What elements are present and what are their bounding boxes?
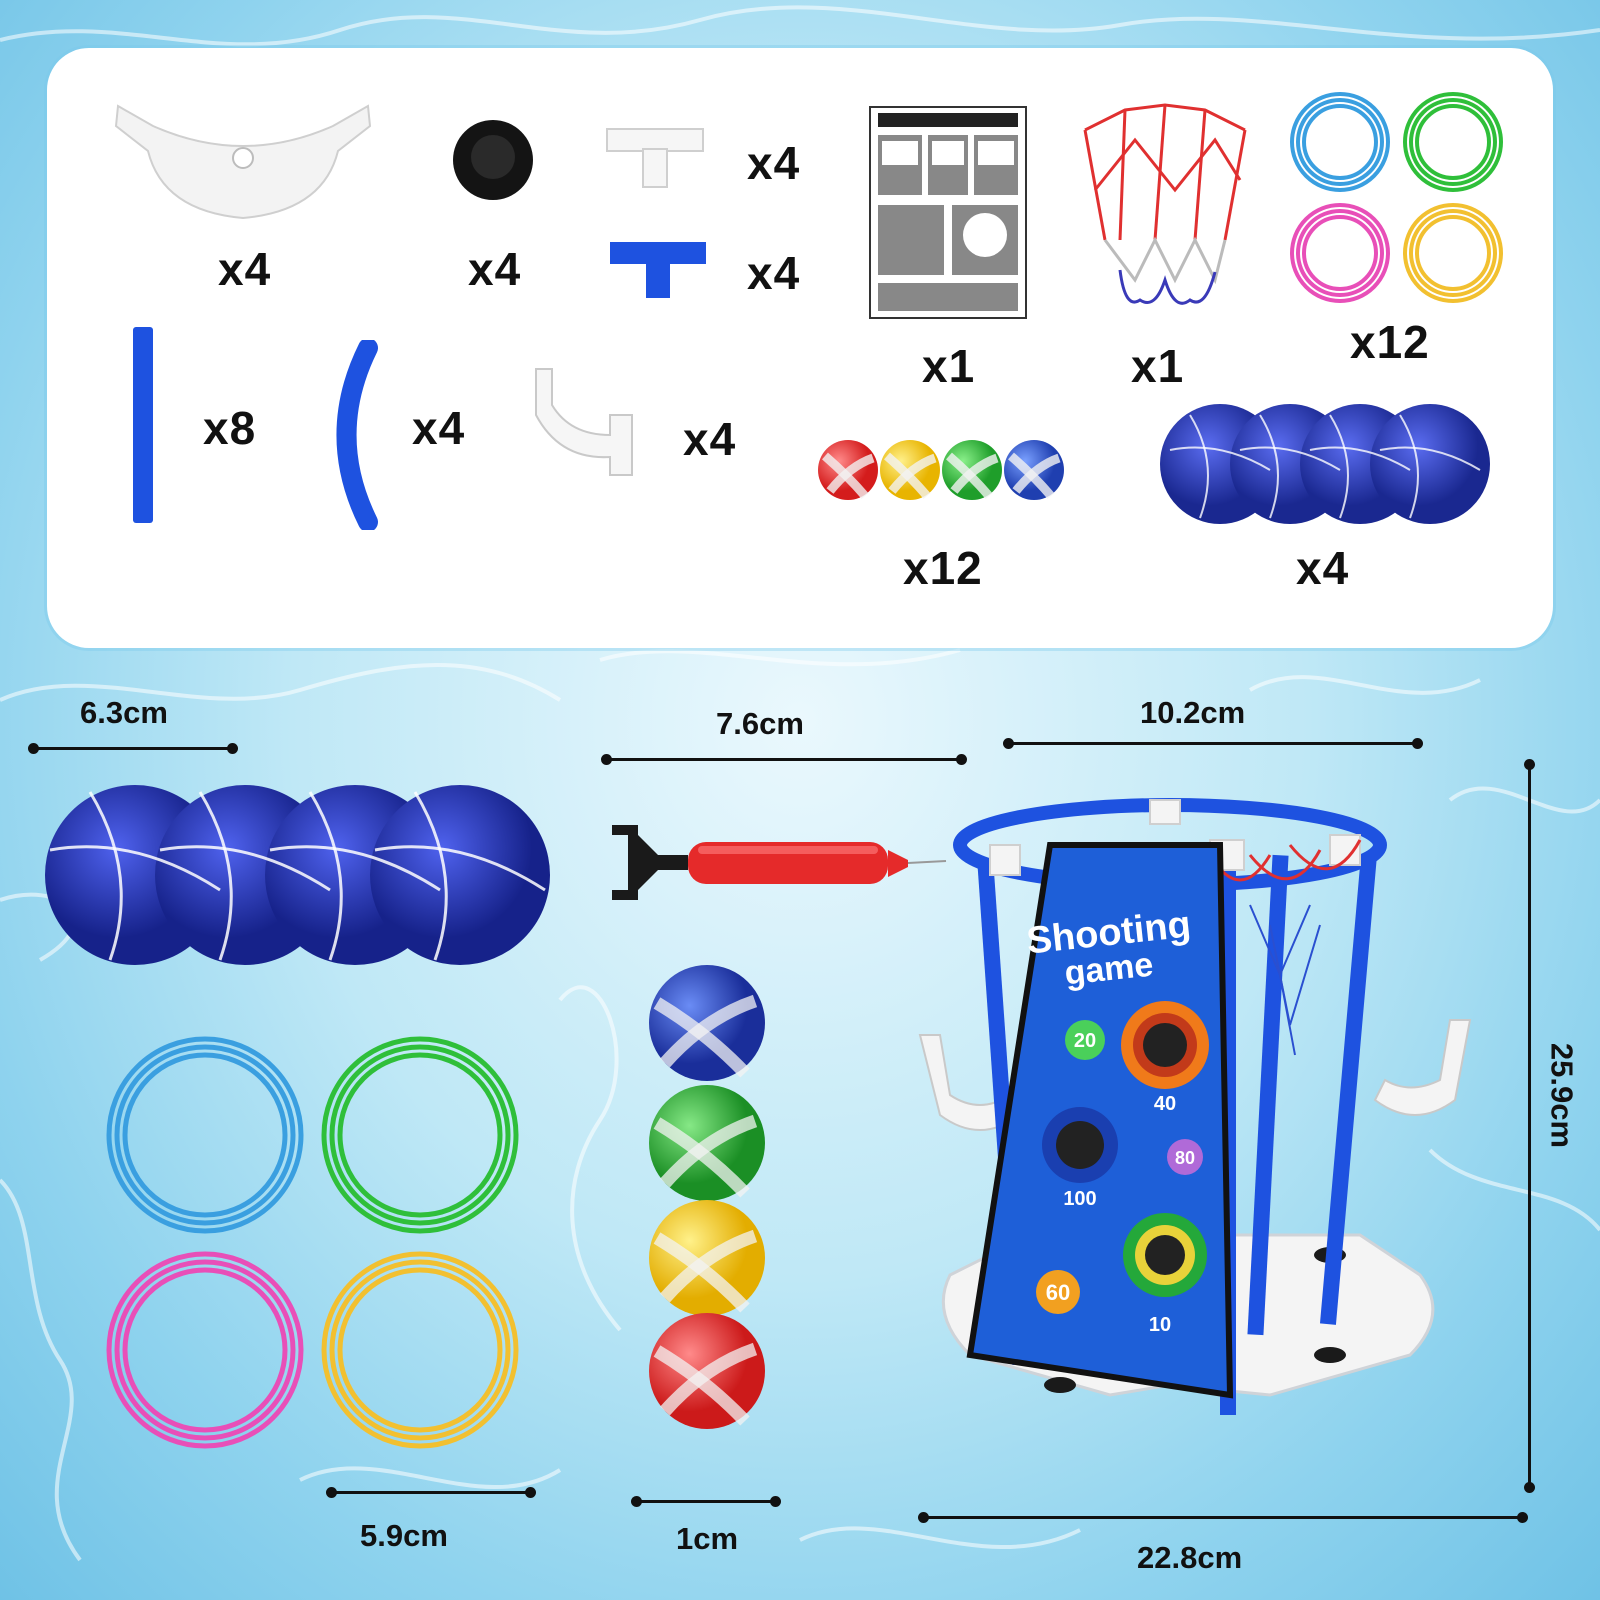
basketballs-large-image xyxy=(45,785,550,965)
rings-qty: x12 xyxy=(1350,316,1430,368)
sticky-balls-column-image xyxy=(649,965,765,1429)
score-20: 20 xyxy=(1074,1030,1096,1052)
manual-qty: x1 xyxy=(922,340,976,392)
sticky-ball-dim-label: 1cm xyxy=(676,1521,739,1556)
net-icon xyxy=(1083,103,1247,305)
white-t-connector-qty: x4 xyxy=(747,137,801,189)
hoop-height-dim-label: 25.9cm xyxy=(1544,1042,1580,1149)
hoop-width-dim-line xyxy=(1003,738,1423,749)
rings-large-image xyxy=(106,1036,519,1449)
basketballs-icon xyxy=(1160,404,1490,524)
straight-tube-icon xyxy=(133,327,153,523)
hoop-height-dim-line xyxy=(1524,759,1535,1493)
score-100: 100 xyxy=(1063,1188,1096,1210)
score-80: 80 xyxy=(1175,1148,1195,1168)
ring-dim-line xyxy=(326,1487,536,1498)
pump-dim-label: 7.6cm xyxy=(716,706,804,741)
black-plug-qty: x4 xyxy=(468,243,522,295)
shooting-hoop-image: Shooting game 20 40 100 80 60 10 xyxy=(918,798,1472,1415)
blue-t-connector-qty: x4 xyxy=(747,247,801,299)
ring-dim-label: 5.9cm xyxy=(360,1518,448,1553)
score-10: 10 xyxy=(1149,1314,1171,1336)
basketball-dim-line xyxy=(28,743,238,754)
pump-image xyxy=(612,825,947,900)
float-base-icon xyxy=(114,104,372,220)
base-width-dim-line xyxy=(918,1512,1528,1523)
rings-icon xyxy=(1290,92,1503,303)
manual-icon xyxy=(869,106,1027,319)
score-40: 40 xyxy=(1154,1093,1176,1115)
white-t-connector-icon xyxy=(606,128,704,188)
basketball-dim-label: 6.3cm xyxy=(80,695,168,730)
base-width-dim-label: 22.8cm xyxy=(1137,1540,1243,1575)
sticky-ball-dim-line xyxy=(631,1496,781,1507)
blue-t-connector-icon xyxy=(610,242,706,298)
hook-arm-icon xyxy=(535,368,633,476)
score-60: 60 xyxy=(1046,1280,1070,1305)
curved-tube-icon xyxy=(336,340,378,530)
sticky-balls-icon xyxy=(818,440,1064,500)
target-title-line2: game xyxy=(1063,946,1155,993)
black-plug-icon xyxy=(453,120,533,200)
basketballs-qty: x4 xyxy=(1296,542,1350,594)
pump-dim-line xyxy=(601,754,967,765)
sticky-balls-qty: x12 xyxy=(903,542,983,594)
hoop-width-dim-label: 10.2cm xyxy=(1140,695,1246,730)
hook-arm-qty: x4 xyxy=(683,413,737,465)
net-qty: x1 xyxy=(1131,340,1185,392)
float-base-qty: x4 xyxy=(218,243,272,295)
curved-tube-qty: x4 xyxy=(412,402,466,454)
straight-tube-qty: x8 xyxy=(203,402,257,454)
